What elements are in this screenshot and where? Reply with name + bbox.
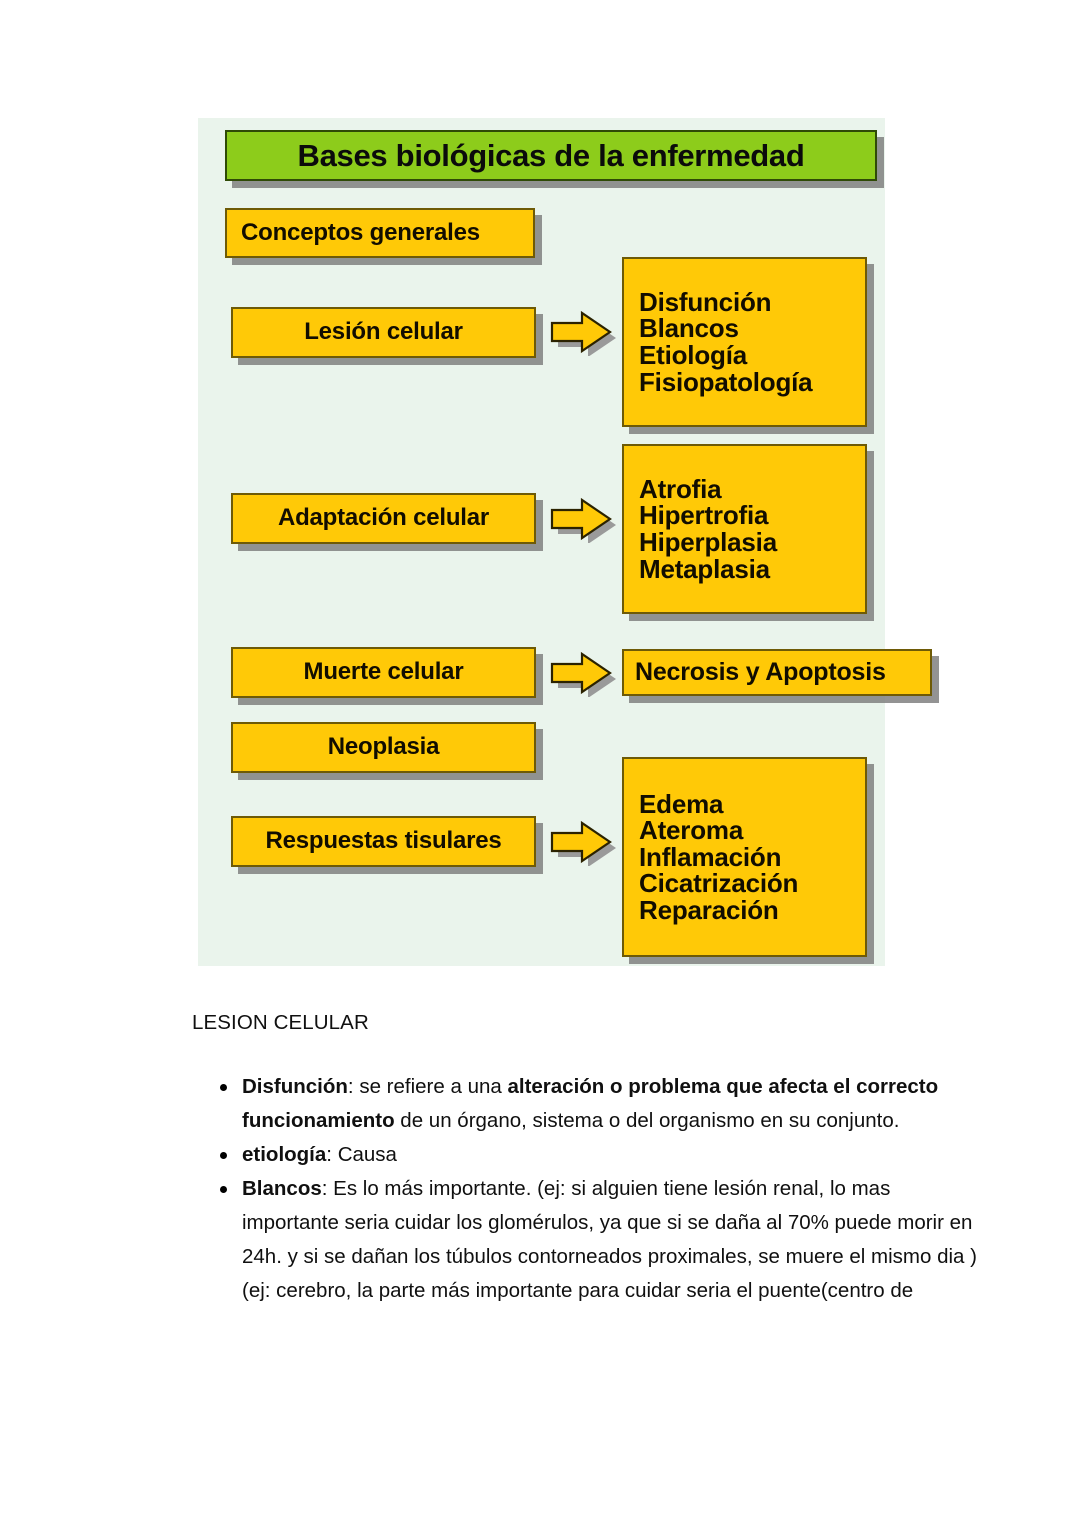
outcome-line: Necrosis y Apoptosis (635, 657, 886, 686)
outcome-line: Atrofia (639, 473, 722, 504)
section-heading: LESION CELULAR (192, 1011, 369, 1034)
outcome-line: Etiología (639, 340, 747, 370)
diagram-title-box: Bases biológicas de la enfermedad (225, 130, 877, 181)
bullet-term: Blancos (242, 1177, 322, 1200)
outcome-line: Hiperplasia (639, 527, 777, 557)
bullet-text: de un órgano, sistema o del organismo en… (394, 1109, 900, 1132)
diagram-box-lesion-celular: Lesión celular (231, 307, 536, 358)
right-block-arrow-icon (550, 651, 616, 697)
bullet-term: etiología (242, 1143, 327, 1166)
outcome-line: Blancos (639, 313, 739, 344)
right-block-arrow-icon (550, 310, 616, 356)
diagram-box-lesion-outcomes: Disfunción Blancos Etiología Fisiopatolo… (622, 257, 867, 427)
outcome-line: Disfunción (639, 286, 772, 317)
outcome-line: Fisiopatología (639, 366, 813, 397)
outcome-line: Metaplasia (639, 553, 770, 584)
diagram-box-muerte-outcome: Necrosis y Apoptosis (622, 649, 932, 696)
diagram-box-conceptos-generales: Conceptos generales (225, 208, 535, 258)
box-label: Respuestas tisulares (265, 827, 502, 855)
diagram-box-muerte-celular: Muerte celular (231, 647, 536, 698)
outcome-line: Inflamación (639, 841, 782, 872)
diagram-image: Bases biológicas de la enfermedad Concep… (198, 118, 932, 966)
right-block-arrow-icon (550, 820, 616, 866)
bullet-term: Disfunción (242, 1075, 348, 1098)
bullet-item: etiología: Causa (220, 1138, 982, 1172)
bullet-separator: : (347, 1075, 354, 1098)
outcome-line: Ateroma (639, 815, 744, 846)
box-label: Adaptación celular (277, 504, 490, 532)
diagram-box-neoplasia: Neoplasia (231, 722, 536, 773)
outcome-line: Reparación (639, 894, 779, 925)
right-block-arrow-icon (550, 497, 616, 543)
bullet-item: Blancos: Es lo más importante. (ej: si a… (220, 1172, 982, 1308)
bullet-text: se refiere a una (353, 1075, 508, 1098)
bullet-item: Disfunción: se refiere a una alteración … (220, 1070, 982, 1138)
bullet-separator: : (326, 1143, 332, 1166)
bullet-text-emphasis: alteración o problema que afecta el corr… (242, 1075, 939, 1132)
diagram-title-text: Bases biológicas de la enfermedad (297, 137, 805, 173)
bullet-list: Disfunción: se refiere a una alteración … (192, 1070, 982, 1308)
bullet-separator: : (321, 1177, 328, 1200)
diagram-box-respuestas-tisulares: Respuestas tisulares (231, 816, 536, 867)
box-label: Conceptos generales (241, 218, 480, 246)
diagram-box-adaptacion-outcomes: Atrofia Hipertrofia Hiperplasia Metaplas… (622, 444, 867, 614)
bullet-text: Es lo más importante. (ej: si alguien ti… (242, 1177, 977, 1302)
outcome-line: Hipertrofia (639, 500, 769, 531)
document-body: LESION CELULAR Disfunción: se refiere a … (192, 1006, 982, 1308)
bullet-text: Causa (332, 1143, 397, 1166)
box-label: Muerte celular (303, 658, 464, 686)
box-label: Neoplasia (327, 733, 440, 761)
diagram-box-respuestas-outcomes: Edema Ateroma Inflamación Cicatrización … (622, 757, 867, 957)
box-label: Lesión celular (304, 318, 463, 346)
diagram-box-adaptacion-celular: Adaptación celular (231, 493, 536, 544)
outcome-line: Edema (639, 788, 724, 819)
outcome-line: Cicatrización (639, 868, 799, 899)
